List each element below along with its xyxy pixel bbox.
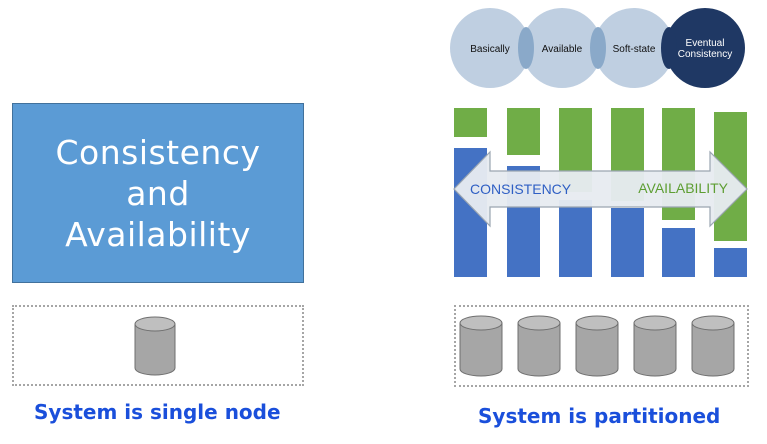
consistency-availability-label: Consistency and Availability bbox=[55, 132, 260, 255]
database-cylinder-icon bbox=[134, 316, 176, 376]
base-circle-eventual-consistency bbox=[665, 8, 745, 88]
database-cylinder-icon bbox=[691, 315, 735, 377]
label-available: Available bbox=[542, 44, 583, 55]
label-eventual: Eventual bbox=[686, 38, 725, 49]
availability-bar bbox=[507, 108, 540, 155]
database-cylinder-icon bbox=[575, 315, 619, 377]
overlap-1 bbox=[518, 27, 534, 69]
partition-bars-diagram: CONSISTENCY AVAILABILITY bbox=[453, 108, 748, 277]
overlap-3 bbox=[661, 27, 677, 69]
single-node-caption: System is single node bbox=[34, 400, 281, 424]
box-line-1: Consistency bbox=[55, 132, 261, 172]
label-basically: Basically bbox=[470, 44, 509, 55]
availability-arrow-label: AVAILABILITY bbox=[638, 180, 728, 196]
base-circle-basically bbox=[450, 8, 530, 88]
base-circle-soft-state bbox=[594, 8, 674, 88]
consistency-bar bbox=[662, 228, 695, 277]
label-consistency: Consistency bbox=[678, 49, 732, 60]
consistency-bar bbox=[611, 208, 644, 277]
base-circle-available bbox=[522, 8, 602, 88]
consistency-availability-box: Consistency and Availability bbox=[12, 103, 304, 283]
database-cylinder-icon bbox=[459, 315, 503, 377]
partitioned-nodes-container bbox=[454, 305, 749, 387]
availability-bar bbox=[454, 108, 487, 137]
consistency-arrow-label: CONSISTENCY bbox=[470, 181, 572, 197]
single-node-container bbox=[12, 305, 304, 386]
box-line-3: Availability bbox=[65, 214, 251, 254]
box-line-2: and bbox=[126, 173, 190, 213]
database-cylinder-icon bbox=[517, 315, 561, 377]
database-cylinder-icon bbox=[633, 315, 677, 377]
partitioned-caption: System is partitioned bbox=[478, 404, 721, 428]
base-circles: Basically Available Soft-state Eventual … bbox=[450, 8, 745, 88]
partition-node-cylinders bbox=[459, 315, 735, 377]
consistency-bar bbox=[714, 248, 747, 277]
overlap-2 bbox=[590, 27, 606, 69]
consistency-bar bbox=[559, 200, 592, 277]
tradeoff-double-arrow bbox=[453, 150, 748, 228]
label-soft-state: Soft-state bbox=[613, 44, 656, 55]
